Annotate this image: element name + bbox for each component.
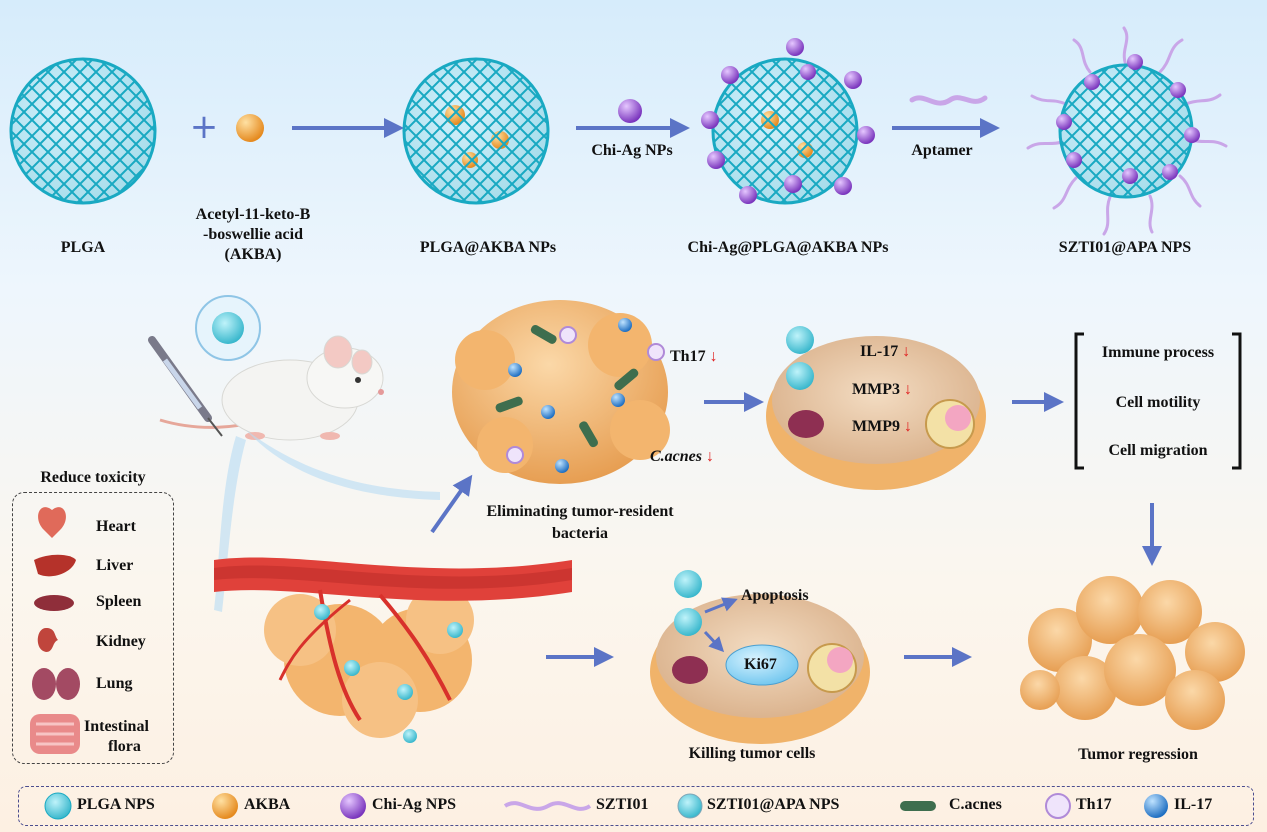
szti01-apa-sphere <box>1026 26 1228 236</box>
apoptosis-marker: Apoptosis <box>741 587 809 604</box>
immune-process-label: Immune process <box>1101 344 1215 361</box>
cacnes-icon <box>900 801 936 811</box>
legend-box <box>18 786 1254 826</box>
tumor-bacteria-mass <box>452 300 670 484</box>
heart-icon <box>38 507 66 538</box>
plga-label: PLGA <box>60 239 106 256</box>
lung-icon <box>32 668 80 700</box>
eliminating-label-line1: Eliminating tumor-resident <box>486 503 674 520</box>
zoom-bubble <box>195 295 261 361</box>
organ-spleen-label: Spleen <box>96 593 142 610</box>
organ-liver-label: Liver <box>96 557 134 574</box>
szti01-icon <box>503 801 592 811</box>
toxicity-box <box>12 492 174 764</box>
regression-label: Tumor regression <box>1078 746 1198 763</box>
akba-icon <box>212 793 238 819</box>
legend-cacnes: C.acnes <box>949 796 1002 813</box>
organ-kidney-label: Kidney <box>96 633 146 650</box>
il17-marker: IL-17 ↓ <box>860 343 911 360</box>
szti01-apa-label: SZTI01@APA NPS <box>1058 239 1192 256</box>
killing-label: Killing tumor cells <box>688 745 816 762</box>
organ-intestinal-label: Intestinal <box>84 718 149 735</box>
upper-tumor-cell <box>766 326 986 490</box>
legend-szti01-apa-nps: SZTI01@APA NPS <box>707 796 840 813</box>
plga-akba-label: PLGA@AKBA NPs <box>419 239 557 256</box>
eliminating-label-line2: bacteria <box>552 525 608 542</box>
arrow-diagonal <box>430 474 473 534</box>
legend-akba: AKBA <box>244 796 291 813</box>
akba-label-line1: Acetyl-11-keto-B <box>195 206 311 223</box>
th17-marker: Th17 ↓ <box>670 348 718 365</box>
chi-ag-nps-icon <box>340 793 366 819</box>
lower-tumor-cell <box>650 570 870 744</box>
organ-lung-label: Lung <box>96 675 133 692</box>
kidney-icon <box>37 628 58 652</box>
legend-szti01: SZTI01 <box>596 796 649 813</box>
akba-ball <box>236 114 264 142</box>
zoom-beam-1 <box>246 430 440 500</box>
outcome-bracket <box>1074 332 1242 470</box>
aptamer-arrow-label: Aptamer <box>911 142 973 159</box>
akba-label-line3: (AKBA) <box>224 246 282 263</box>
syringe-icon <box>148 336 223 437</box>
cell-motility-label: Cell motility <box>1115 394 1201 411</box>
legend-th17: Th17 <box>1076 796 1112 813</box>
organ-flora-label: flora <box>108 738 141 755</box>
organ-heart-label: Heart <box>96 518 136 535</box>
regressed-tumor <box>1020 576 1245 730</box>
mouse-illustration <box>159 335 384 441</box>
legend-chi-ag-nps: Chi-Ag NPS <box>372 796 457 813</box>
legend-plga-nps: PLGA NPS <box>77 796 155 813</box>
toxicity-title: Reduce toxicity <box>40 469 146 486</box>
chi-ag-plga-akba-label: Chi-Ag@PLGA@AKBA NPs <box>687 239 889 256</box>
liver-icon <box>34 554 76 577</box>
cacnes-marker: C.acnes ↓ <box>650 448 714 465</box>
akba-label-line2: -boswellie acid <box>203 226 303 243</box>
aptamer-strand <box>909 95 988 106</box>
vessel-tumor <box>214 557 572 743</box>
cell-migration-label: Cell migration <box>1108 442 1208 459</box>
plga-sphere <box>9 57 157 205</box>
mmp3-marker: MMP3 ↓ <box>852 381 912 398</box>
plus-sign: + <box>190 107 219 147</box>
szti01-apa-nps-icon <box>677 793 703 819</box>
plga-nps-icon <box>44 792 72 820</box>
th17-icon <box>1045 793 1071 819</box>
chi-ag-arrow-label: Chi-Ag NPs <box>591 142 673 159</box>
intestine-icon <box>30 714 80 754</box>
spleen-icon <box>34 595 74 611</box>
mmp9-marker: MMP9 ↓ <box>852 418 912 435</box>
il17-icon <box>1144 794 1168 818</box>
chi-ag-plga-akba-sphere <box>701 38 875 205</box>
chi-ag-ball <box>618 99 642 123</box>
legend-il17: IL-17 <box>1174 796 1213 813</box>
ki67-marker: Ki67 <box>744 656 777 673</box>
plga-akba-sphere <box>402 57 550 205</box>
